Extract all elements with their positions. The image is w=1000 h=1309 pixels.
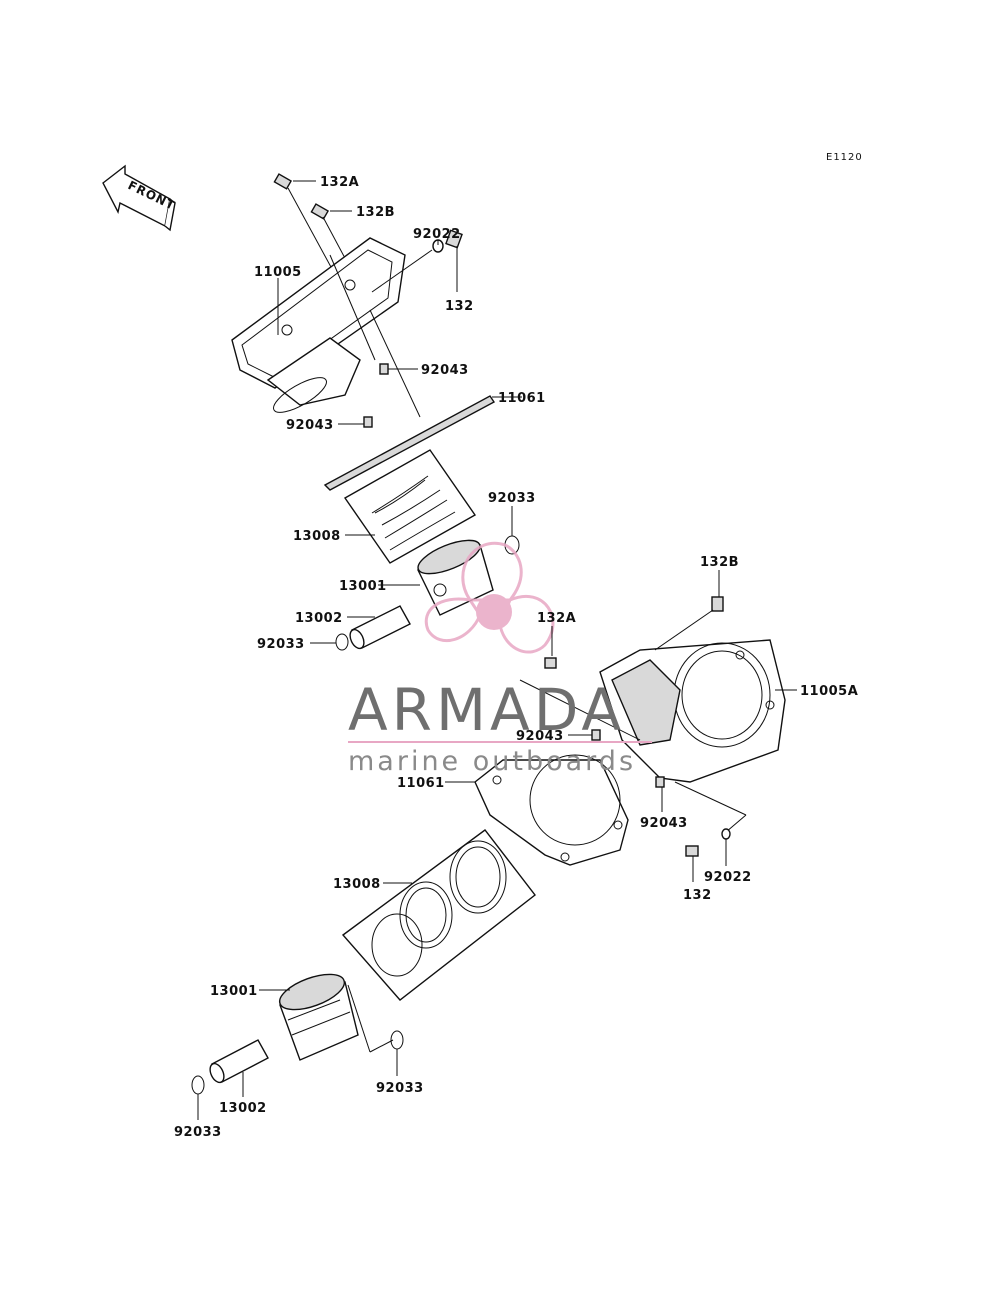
dowel-92043-lower-b [655,776,665,788]
gasket-11061-lower [474,754,629,866]
piston-pin-13002-upper [349,605,411,650]
callout-13008-upper: 13008 [293,529,341,544]
piston-13001-upper [417,539,494,616]
dowel-92043-upper-b [363,416,373,428]
watermark-propeller-logo [424,541,555,654]
callout-132b-lower: 132B [700,555,739,570]
callout-92022-lower: 92022 [704,870,752,885]
dowel-92043-upper-a [379,363,389,375]
washer-92022-lower [721,828,731,840]
bolt-132-upper [445,229,463,249]
callout-132a-lower: 132A [537,611,576,626]
reference-code: E1120 [826,152,863,163]
piston-13001-lower [278,973,359,1061]
callout-92043-lower-b: 92043 [640,816,688,831]
bolt-132b-lower [711,596,724,612]
callout-13002-upper: 13002 [295,611,343,626]
callout-13001-upper: 13001 [339,579,387,594]
callout-132b-upper: 132B [356,205,395,220]
watermark-title: ARMADA [348,676,625,744]
piston-rings-13008-lower [341,829,536,1001]
callout-13002-lower: 13002 [219,1101,267,1116]
piston-rings-13008-upper [343,449,477,564]
cylinder-11005 [231,237,406,413]
callout-92033-upper-a: 92033 [488,491,536,506]
callout-11005a: 11005A [800,684,858,699]
cylinder-11005a [599,639,786,783]
callout-11061-lower: 11061 [397,776,445,791]
callout-92043-lower-a: 92043 [516,729,564,744]
callout-92043-upper-a: 92043 [421,363,469,378]
leader-lines [197,180,797,1120]
callout-132-lower: 132 [683,888,712,903]
circlip-92033-lower-b [191,1075,205,1095]
callout-92033-lower-a: 92033 [376,1081,424,1096]
callout-92043-upper-b: 92043 [286,418,334,433]
piston-pin-13002-lower [209,1039,269,1084]
callout-132a-upper: 132A [320,175,359,190]
callout-13001-lower: 13001 [210,984,258,999]
circlip-92033-upper-b [335,633,349,651]
watermark-subtitle: marine outboards [348,746,636,777]
callout-132-upper: 132 [445,299,474,314]
callout-92033-lower-b: 92033 [174,1125,222,1140]
callout-13008-lower: 13008 [333,877,381,892]
front-direction-arrow: FRONT [102,164,178,232]
bolt-132a-lower [544,657,557,669]
gasket-11061-upper [323,395,496,491]
callout-11005: 11005 [254,265,302,280]
callout-92033-upper-b: 92033 [257,637,305,652]
callout-11061-upper: 11061 [498,391,546,406]
callout-92022-upper: 92022 [413,227,461,242]
bolt-132-lower [685,845,699,857]
